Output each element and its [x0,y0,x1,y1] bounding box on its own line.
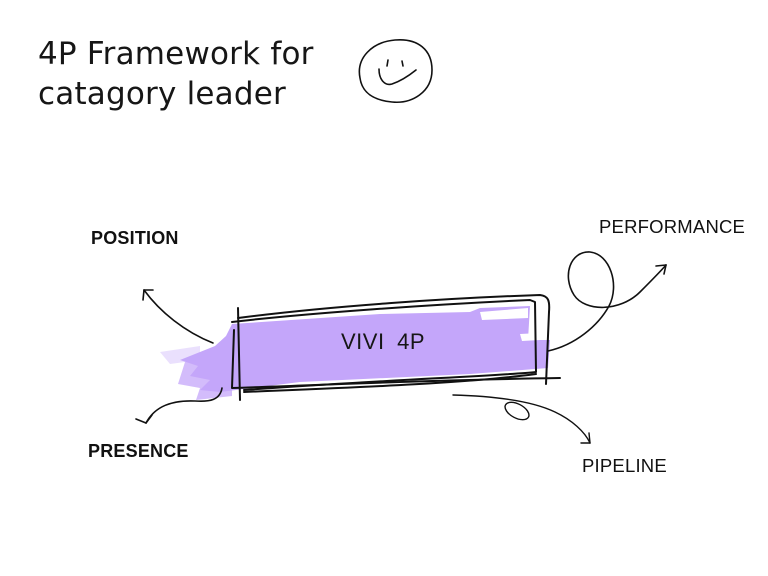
page-title: 4P Framework for catagory leader [38,34,314,114]
position-arrow [142,289,214,344]
page-title-line-2: catagory leader [38,76,286,112]
label-presence: PRESENCE [88,441,189,461]
label-position: POSITION [91,228,179,248]
page-title-line-1: 4P Framework for [38,36,314,72]
center-label: VIVI 4P [341,329,426,354]
label-pipeline: PIPELINE [582,455,667,476]
performance-arrow [547,251,667,352]
brush-highlight [160,306,550,400]
center-box-outline [231,294,561,401]
pipeline-arrow [452,394,591,444]
label-performance: PERFORMANCE [599,216,746,237]
presence-arrow [135,387,223,424]
smiley-icon [358,39,433,103]
